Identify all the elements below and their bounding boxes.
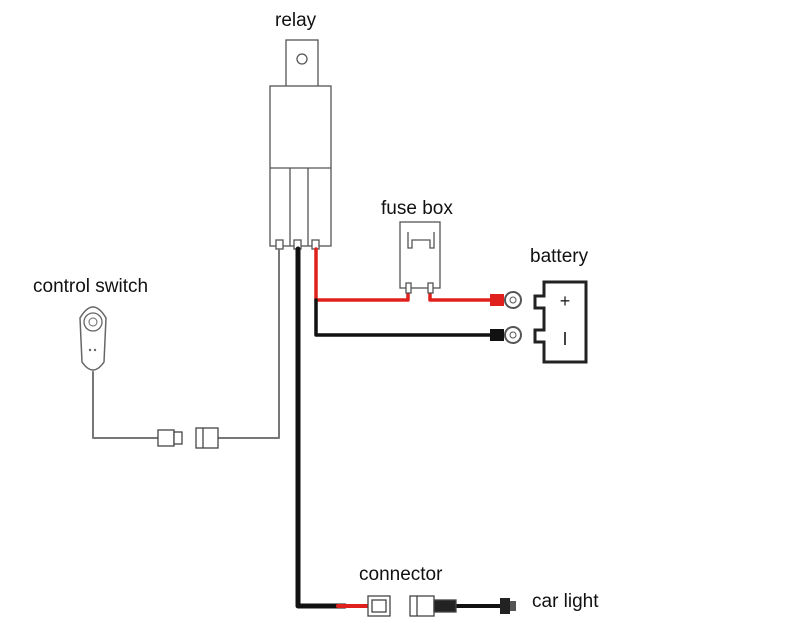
switch-connector-male-pin: [173, 431, 183, 445]
control-switch-dot: [88, 348, 92, 352]
car-light-plug-tip: [510, 601, 516, 611]
switch-wire: [217, 248, 280, 439]
fuse-box-label: fuse box: [381, 198, 453, 219]
relay-pin: [275, 239, 284, 250]
negative-wire: [314, 298, 502, 337]
control-switch-label: control switch: [33, 276, 149, 297]
positive-wire: [428, 286, 502, 302]
relay-label: relay: [275, 10, 317, 31]
connector-label: connector: [359, 564, 443, 585]
battery-negative-symbol: I: [562, 329, 567, 349]
light-connector-boot: [433, 599, 457, 613]
fuse-box: [399, 221, 441, 294]
relay: [269, 39, 332, 250]
positive-crimp: [490, 294, 504, 306]
positive-wire: [314, 247, 410, 302]
negative-crimp: [490, 329, 504, 341]
fuse-box-lead: [427, 282, 434, 294]
fuse-box-lead: [405, 282, 412, 294]
light-connector-male-pin: [371, 599, 387, 613]
battery: [533, 280, 588, 364]
relay-tab: [285, 39, 319, 91]
control-switch-dot: [93, 348, 97, 352]
fuse-box-body: [399, 221, 441, 289]
battery-terminals: [490, 291, 522, 344]
relay-body: [269, 85, 332, 247]
fuse-box-latch: [407, 232, 435, 249]
car-light-label: car light: [532, 591, 599, 612]
control-switch: [79, 306, 107, 371]
switch-connector: [157, 427, 219, 449]
control-switch-button-inner: [88, 317, 98, 327]
car-light-plug-body: [500, 598, 510, 614]
battery-positive-symbol: +: [560, 291, 571, 311]
positive-ring-hole: [509, 296, 517, 304]
car-light-plug: [500, 598, 516, 614]
light-wire: [295, 246, 348, 609]
relay-tab-hole: [296, 53, 308, 65]
battery-label: battery: [530, 246, 589, 267]
light-connector: [367, 595, 457, 617]
light-connector-female: [409, 595, 435, 617]
switch-wire: [92, 371, 159, 439]
negative-ring-hole: [509, 331, 517, 339]
switch-connector-female: [195, 427, 219, 449]
battery-outline: [533, 280, 588, 364]
switch-connector-male: [157, 429, 175, 447]
wires: [92, 246, 502, 609]
